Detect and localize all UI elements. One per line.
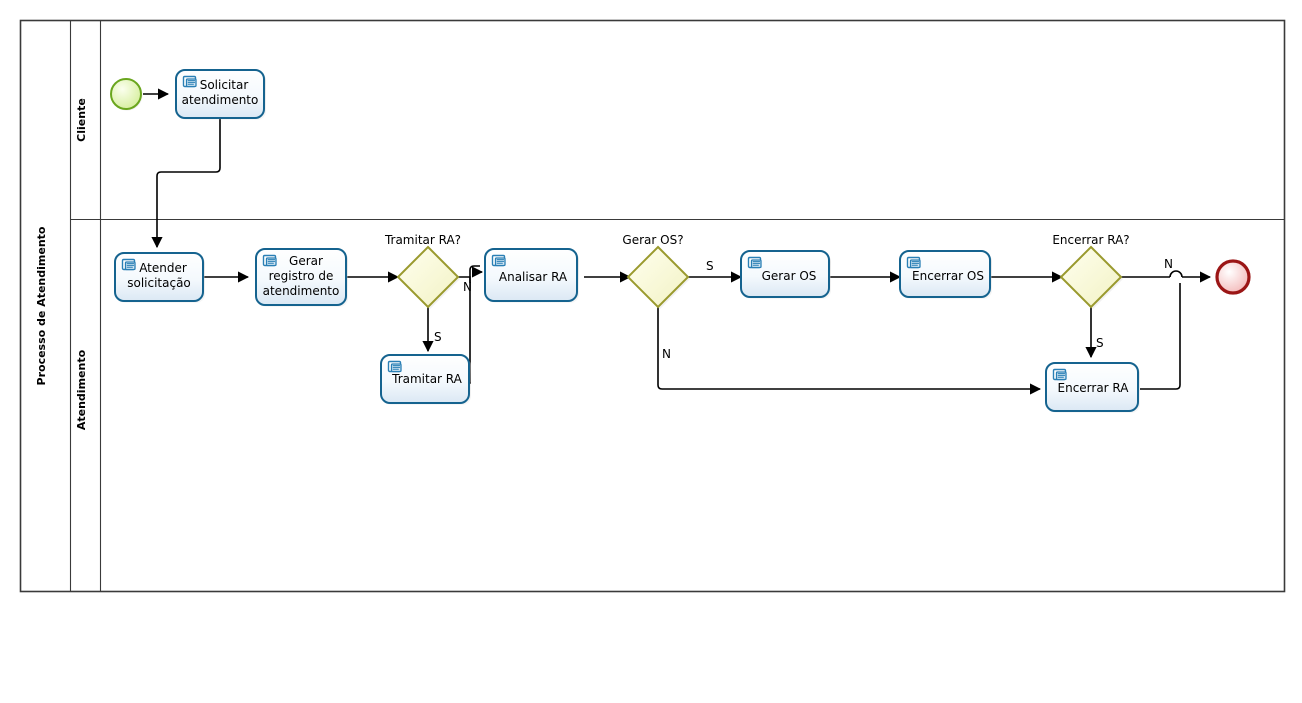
task-atender-solicitacao[interactable]: Atender solicitação [114, 252, 205, 303]
gateway-tramitar-ra[interactable] [396, 245, 460, 309]
task-encerrar-os[interactable]: Encerrar OS [899, 250, 992, 299]
task-encerrar-ra[interactable]: Encerrar RA [1045, 362, 1140, 413]
flow-label-g2-s: S [706, 259, 714, 273]
task-label-line: solicitação [127, 276, 191, 290]
task-label-line: Gerar OS [762, 269, 817, 283]
lane-label-cliente: Cliente [75, 98, 88, 142]
flow-label-g1-s: S [434, 330, 442, 344]
manual-task-icon [491, 254, 506, 267]
task-analisar-ra[interactable]: Analisar RA [484, 248, 579, 303]
pool-frame [19, 19, 1286, 593]
task-label-line: Encerrar RA [1058, 381, 1130, 395]
task-label-line: Encerrar OS [912, 269, 984, 283]
flow-label-g3-s: S [1096, 336, 1104, 350]
manual-task-icon [387, 360, 402, 373]
flow-label-g1-n: N [463, 280, 472, 294]
task-label-line: atendimento [182, 93, 259, 107]
task-label-line: Solicitar [200, 78, 249, 92]
gateway-gerar-os[interactable] [626, 245, 690, 309]
task-gerar-registro-de-atendimento[interactable]: Gerar registro de atendimento [255, 248, 348, 307]
manual-task-icon [262, 254, 277, 267]
task-tramitar-ra[interactable]: Tramitar RA [380, 354, 471, 405]
task-gerar-os[interactable]: Gerar OS [740, 250, 831, 299]
gateway-label-tramitar-ra: Tramitar RA? [384, 233, 461, 247]
flow-t1-to-t2 [151, 118, 221, 249]
flow-label-g3-n: N [1164, 257, 1173, 271]
task-label-line: Atender [139, 261, 187, 275]
manual-task-icon [906, 256, 921, 269]
end-event[interactable] [1215, 259, 1251, 295]
task-label-line: registro de [269, 269, 334, 283]
flow-g2-n-to-t8 [657, 301, 1042, 395]
manual-task-icon [182, 75, 197, 88]
gateway-label-encerrar-ra: Encerrar RA? [1052, 233, 1129, 247]
task-label-line: atendimento [263, 284, 340, 298]
manual-task-icon [747, 256, 762, 269]
lane-label-atendimento: Atendimento [75, 349, 88, 430]
sequence-flows [143, 88, 1212, 395]
task-label-line: Tramitar RA [391, 372, 463, 386]
flow-label-g2-n: N [662, 347, 671, 361]
gateway-label-gerar-os: Gerar OS? [622, 233, 683, 247]
pool-label: Processo de Atendimento [35, 226, 48, 385]
flow-t4-join [469, 265, 480, 384]
task-solicitar-atendimento[interactable]: Solicitar atendimento [175, 69, 266, 120]
manual-task-icon [121, 258, 136, 271]
manual-task-icon [1052, 368, 1067, 381]
start-event[interactable] [110, 78, 143, 111]
task-label-line: Analisar RA [499, 270, 568, 284]
flow-line-jump-arc [1169, 270, 1183, 278]
gateway-encerrar-ra[interactable] [1059, 245, 1123, 309]
flow-t8-to-end-riser [1140, 283, 1181, 390]
task-label-line: Gerar [289, 254, 323, 268]
